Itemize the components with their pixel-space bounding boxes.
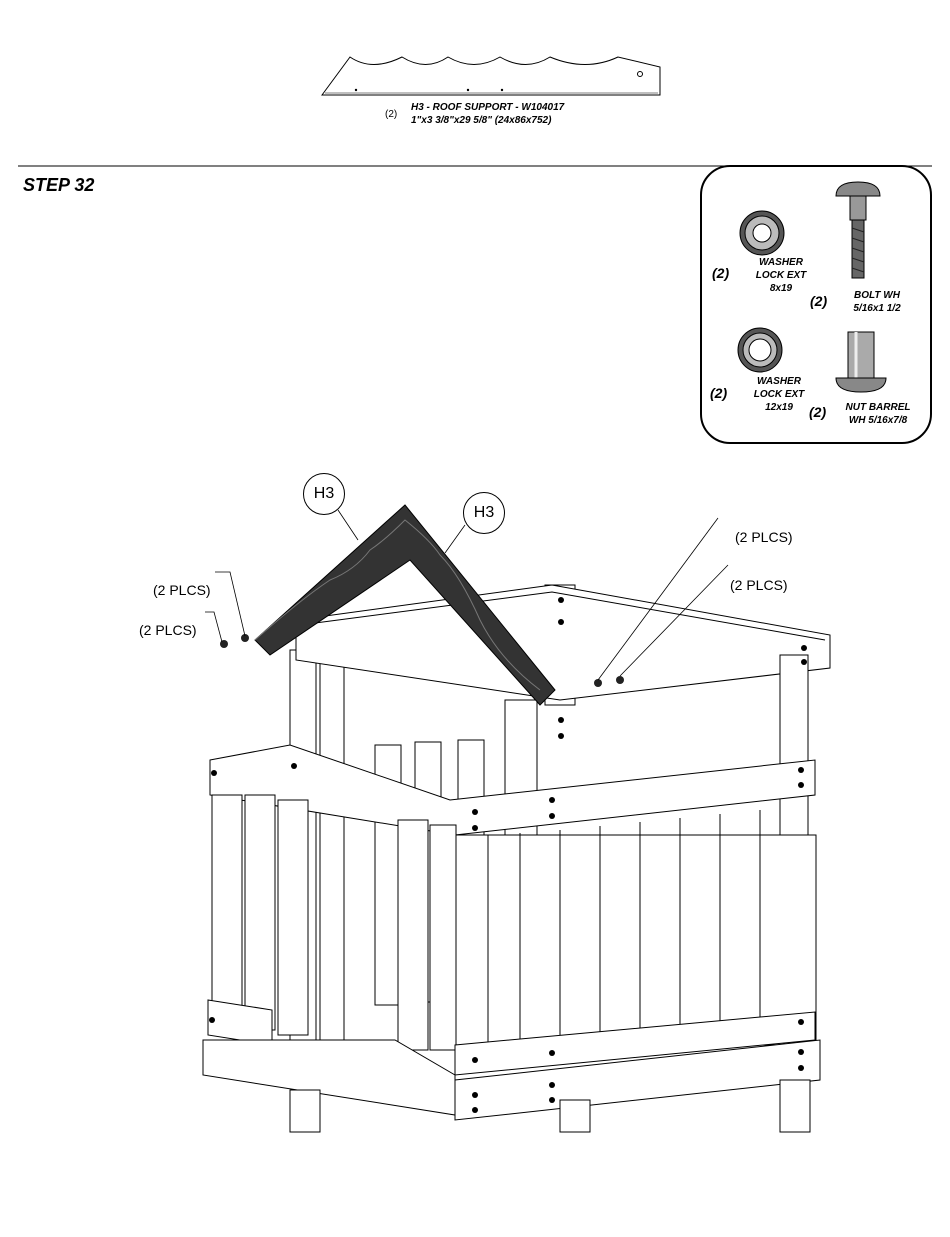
plcs-label-upper-left: (2 PLCS)	[153, 582, 211, 598]
plcs-label-lower-left: (2 PLCS)	[139, 622, 197, 638]
plcs-label-upper-right: (2 PLCS)	[735, 529, 793, 545]
callout-h3-left: H3	[303, 473, 345, 515]
callout-h3-right: H3	[463, 492, 505, 534]
plcs-label-lower-right: (2 PLCS)	[730, 577, 788, 593]
